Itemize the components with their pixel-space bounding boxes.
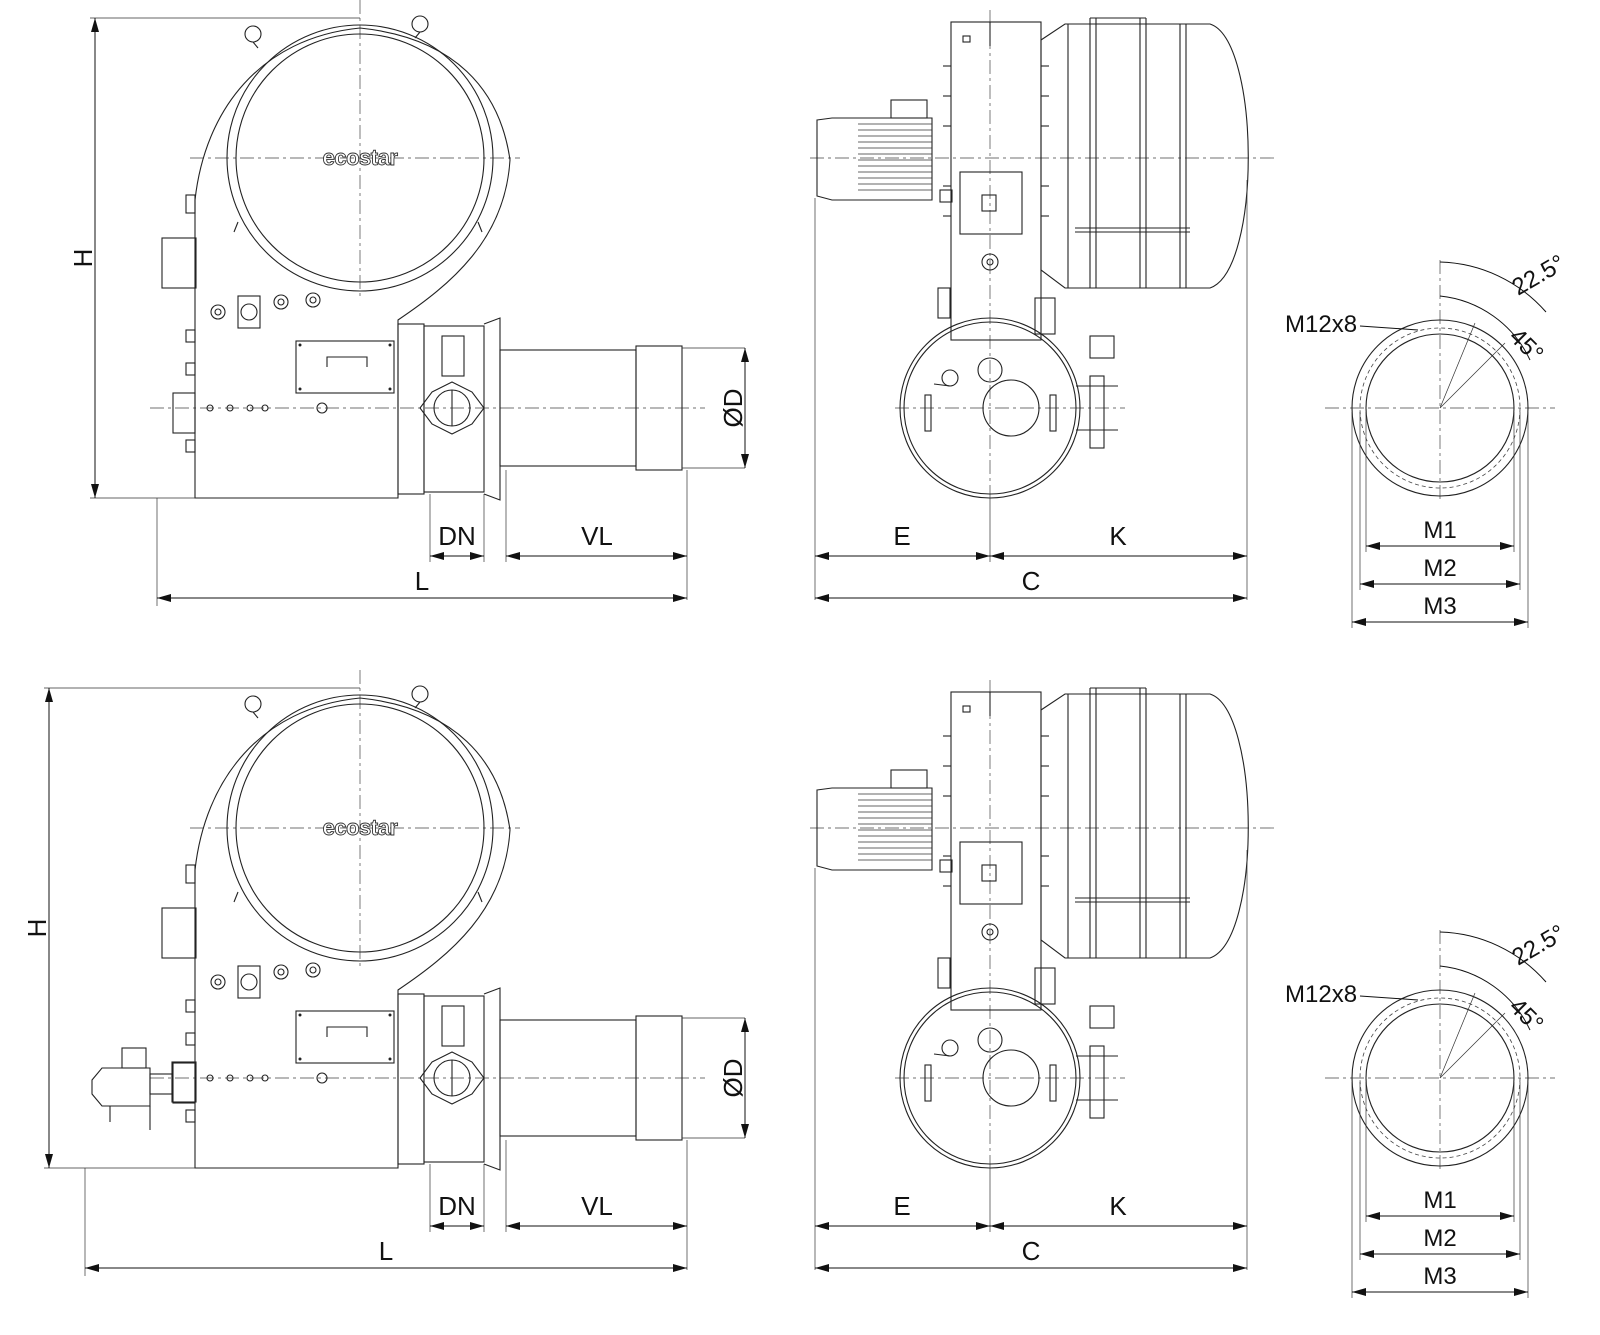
angle-45-label: 45° [1504,323,1549,368]
side-view-upper [149,0,746,501]
side-view-lower [149,669,746,1171]
m2-label-lower: M2 [1423,1225,1456,1252]
k-label-lower: K [1109,1191,1127,1221]
front-view-upper [809,9,1276,601]
angle-22-label: 22.5° [1508,250,1570,302]
e-label-lower: E [893,1191,910,1221]
m2-label: M2 [1423,555,1456,582]
height-label: H [68,249,98,268]
e-label: E [893,521,910,551]
height-label-lower: H [22,919,52,938]
vl-label-lower: VL [581,1191,613,1221]
m1-label: M1 [1423,517,1456,544]
m3-label-lower: M3 [1423,1263,1456,1290]
pump-assembly [91,1047,197,1130]
c-label-lower: C [1022,1236,1041,1266]
length-label: L [415,566,429,596]
angle-45-label-lower: 45° [1504,993,1549,1038]
m3-label: M3 [1423,593,1456,620]
vl-label: VL [581,521,613,551]
diameter-label: ØD [718,389,748,428]
dn-label: DN [438,521,476,551]
diameter-label-lower: ØD [718,1059,748,1098]
m1-label-lower: M1 [1423,1187,1456,1214]
bolt-label-lower: M12x8 [1285,981,1357,1008]
front-view-lower [809,679,1276,1271]
length-label-lower: L [379,1236,393,1266]
dn-label-lower: DN [438,1191,476,1221]
k-label: K [1109,521,1127,551]
bolt-label: M12x8 [1285,311,1357,338]
c-label: C [1022,566,1041,596]
angle-22-label-lower: 22.5° [1508,920,1570,972]
